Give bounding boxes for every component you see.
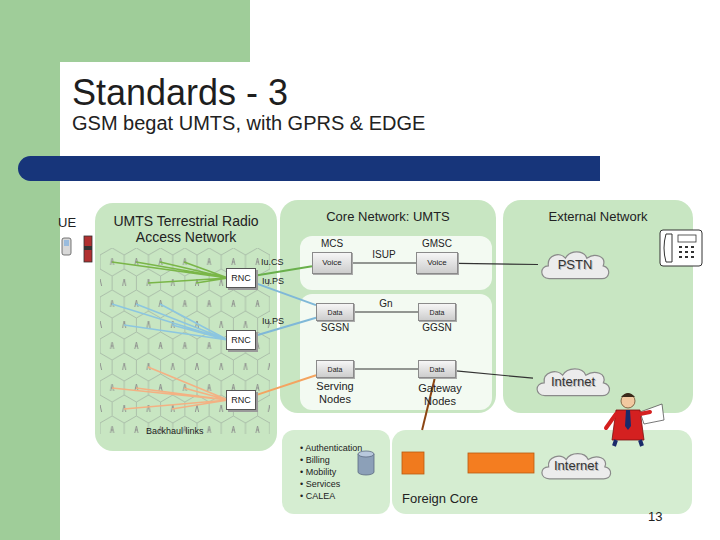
- switch-name: MCS: [289, 238, 375, 250]
- diagram-label: Gateway Nodes: [410, 382, 470, 408]
- service-item: • Billing: [300, 454, 390, 466]
- cloud-text-holder: PSTN: [538, 248, 612, 282]
- domain-label: Data: [430, 366, 445, 373]
- slide-subtitle: GSM begat UMTS, with GPRS & EDGE: [72, 112, 425, 135]
- slide-title: Standards - 3: [72, 72, 288, 114]
- region-heading: External Network: [503, 210, 693, 225]
- data-box: Data: [316, 360, 354, 378]
- white-content-area: [60, 62, 720, 540]
- cloud-shape: [542, 454, 611, 479]
- edge-label: ISUP: [372, 249, 395, 260]
- network-cloud: PSTN: [538, 248, 612, 282]
- diagram-label: Iu.CS: [261, 257, 284, 267]
- diagram-label: GGSN: [418, 322, 456, 333]
- cloud-text-holder: Internet: [538, 450, 614, 482]
- rnc-box: RNC: [226, 330, 256, 350]
- region-heading: UMTS Terrestrial Radio Access Network: [95, 213, 277, 245]
- network-region: UMTS Terrestrial Radio Access NetworkRNC…: [95, 203, 277, 451]
- person-arms: [606, 412, 650, 428]
- voice-box: GMSCVoice: [416, 252, 458, 274]
- edge-label: Gn: [379, 298, 392, 309]
- switch-name: GMSC: [393, 238, 481, 250]
- domain-label: Data: [430, 309, 445, 316]
- diagram-label: Iu.PS: [262, 316, 284, 326]
- domain-label: Voice: [427, 259, 447, 267]
- domain-label: Data: [328, 366, 343, 373]
- data-box: Data: [418, 360, 456, 378]
- diagram-label: Iu.PS: [262, 276, 284, 286]
- diagram-label: Serving Nodes: [305, 380, 365, 406]
- service-item: • Authentication: [300, 442, 390, 454]
- domain-label: Voice: [322, 259, 342, 267]
- rnc-label: RNC: [231, 274, 251, 283]
- blue-bar: [18, 156, 600, 181]
- person-tie: [625, 410, 631, 430]
- service-item: • Services: [300, 478, 390, 490]
- diagram-label: UE: [58, 215, 76, 230]
- ue-devices: [62, 236, 92, 262]
- region-heading: Core Network: UMTS: [280, 210, 496, 225]
- services-region: • Authentication• Billing• Mobility• Ser…: [282, 430, 390, 514]
- cloud-label: PSTN: [558, 258, 593, 272]
- cloud-label: Internet: [551, 375, 595, 389]
- service-item: • CALEA: [300, 490, 390, 502]
- rnc-box: RNC: [226, 268, 256, 288]
- cloud-shape: [542, 252, 609, 279]
- device-band: [84, 246, 92, 250]
- rnc-label: RNC: [231, 336, 251, 345]
- diagram-label: SGSN: [316, 322, 354, 333]
- cloud-shape: [537, 369, 609, 396]
- data-box: Data: [316, 303, 354, 321]
- network-cloud: Internet: [538, 450, 614, 482]
- network-cloud: Internet: [533, 365, 613, 399]
- voice-box: MCSVoice: [312, 252, 352, 274]
- cloud-label: Internet: [554, 459, 598, 473]
- device-icon: [84, 236, 92, 262]
- handset-icon: [62, 238, 71, 255]
- diagram-label: Backhaul links: [146, 426, 204, 436]
- domain-label: Data: [328, 309, 343, 316]
- handset-screen: [64, 240, 69, 246]
- service-item: • Mobility: [300, 466, 390, 478]
- data-box: Data: [418, 303, 456, 321]
- rnc-label: RNC: [231, 396, 251, 405]
- green-side-band: [0, 0, 60, 540]
- rnc-box: RNC: [226, 390, 256, 410]
- region-heading: Foreign Core: [402, 491, 478, 506]
- diagram-label: 13: [648, 509, 662, 524]
- network-region: External NetworkPSTN Internet: [503, 200, 693, 413]
- foreign-core-region: Foreign Core Internet: [392, 430, 692, 514]
- cloud-text-holder: Internet: [533, 365, 613, 399]
